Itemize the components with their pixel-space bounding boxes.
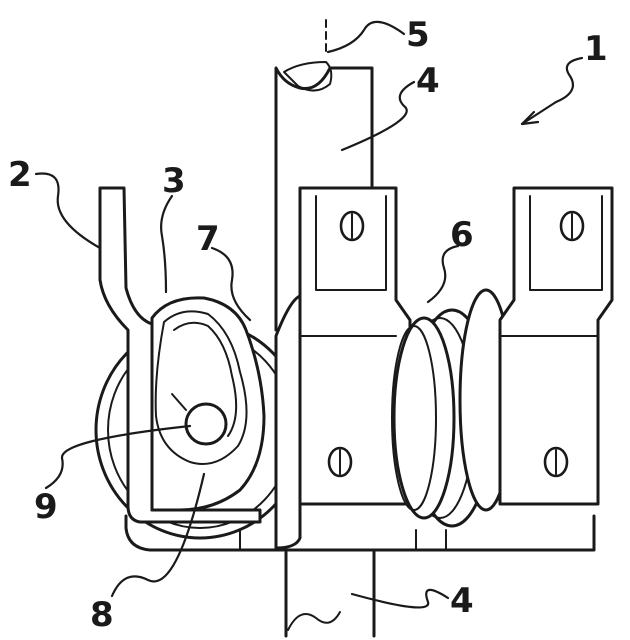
label-7: 7 [196,219,220,259]
leader-2 [34,172,102,250]
label-8: 8 [90,595,114,635]
pivot-pin [171,393,228,446]
leader-4b [350,588,450,609]
center-clamp [274,186,412,550]
label-6: 6 [450,215,474,255]
leader-1 [554,56,584,104]
label-2: 2 [8,155,32,195]
label-5: 5 [406,15,430,55]
shaft-lower [284,550,376,638]
leader-9 [44,424,192,490]
leader-7 [210,246,252,322]
leader-4a [340,80,416,152]
right-clamp [498,186,614,506]
label-1: 1 [584,29,608,69]
label-4-top: 4 [416,61,440,101]
leader-5 [326,20,406,54]
label-4-bottom: 4 [450,581,474,621]
label-3: 3 [162,161,186,201]
reference-numerals: 1 2 3 4 4 5 6 7 8 9 [8,15,608,635]
left-bracket [98,186,262,524]
arrow-1 [520,100,558,126]
leader-3 [160,194,174,294]
leader-6 [426,244,460,304]
label-9: 9 [34,487,58,527]
leader-8 [110,472,206,598]
leader-lines [34,20,584,609]
